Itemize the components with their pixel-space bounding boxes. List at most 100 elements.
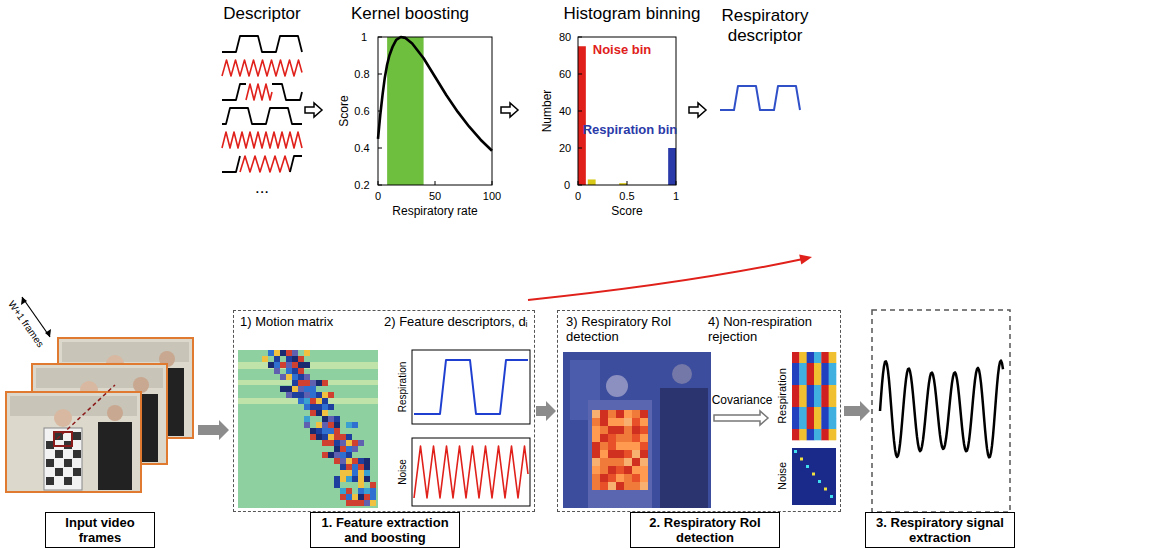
motion-cell [340,434,346,440]
descriptor-wave [272,84,302,100]
tick-label: 0.4 [354,142,369,155]
motion-cell [346,422,352,428]
matrix-cell [814,418,822,429]
roi-cell [632,434,640,442]
panel-heading: 1) Motion matrix [240,314,333,329]
stage-label-box: 3. Respiratory signal extraction [865,512,1015,548]
matrix-cell [829,407,837,418]
descriptor-wave [222,84,246,100]
motion-cell [334,434,340,440]
motion-cell [322,428,328,434]
roi-cell [592,434,600,442]
motion-cell [316,392,322,398]
axis-tick [578,181,579,185]
motion-cell [274,368,280,374]
matrix-cell [799,352,807,363]
motion-cell [322,392,328,398]
tick-label: 80 [559,31,571,44]
roi-cell [640,426,648,434]
roi-cell [592,442,600,450]
matrix-cell [814,374,822,385]
matrix-cell [799,363,807,374]
matrix-cell [821,363,829,374]
histogram-bar [668,148,676,185]
roi-cell [616,442,624,450]
matrix-cell [807,429,815,440]
motion-cell [352,476,358,482]
axis-label: Score [611,205,642,219]
person-head [107,405,123,421]
roi-cell [600,418,608,426]
arrow-head [45,329,51,337]
motion-cell [364,500,370,506]
motion-cell [334,428,340,434]
tick-label: 0 [564,179,570,192]
motion-cell [316,398,322,404]
motion-cell [304,392,310,398]
matrix-cell [807,385,815,396]
roi-cell [632,418,640,426]
motion-cell [316,422,322,428]
motion-cell [268,362,274,368]
roi-cell [600,458,608,466]
motion-cell [286,386,292,392]
motion-cell [310,380,316,386]
motion-cell [346,476,352,482]
person-head [133,377,149,393]
motion-cell [304,374,310,380]
panel-title: Descriptor [223,4,300,24]
motion-cell [286,356,292,362]
tick-label: 60 [559,68,571,81]
roi-cell [616,458,624,466]
motion-cell [304,422,310,428]
roi-cell [600,450,608,458]
motion-cell [334,452,340,458]
roi-cell [640,410,648,418]
panel-heading: 4) Non-respiration rejection [708,314,838,344]
flow-arrow [305,103,322,117]
roi-cell [640,482,648,490]
roi-cell [632,474,640,482]
stage-label-box: 2. Respiratory RoI detection [630,512,780,548]
axis-tick [578,148,582,149]
motion-cell [304,380,310,386]
motion-cell [370,488,376,494]
matrix-dot [812,473,815,476]
motion-cell [370,494,376,500]
matrix-cell [821,374,829,385]
descriptor-wave [720,86,800,110]
kernel-curve [378,37,492,151]
shirt-pattern [46,441,54,449]
matrix-dot [818,480,821,483]
motion-cell [358,440,364,446]
motion-cell [352,464,358,470]
noise-matrix [792,448,836,505]
axis-tick [578,37,582,38]
axis-tick [578,185,582,186]
matrix-cell [829,429,837,440]
motion-cell [298,386,304,392]
matrix-cell [814,363,822,374]
noise-wave [414,446,528,498]
matrix-dot [830,495,833,498]
person-torso [588,400,652,508]
roi-image [563,352,711,508]
respiratory-signal [880,361,1003,458]
roi-cell [624,466,632,474]
descriptor-wave [246,84,272,100]
motion-cell [352,494,358,500]
motion-cell [352,440,358,446]
tick-label: 0.8 [354,68,369,81]
matrix-cell [821,352,829,363]
motion-cell [292,350,298,356]
chart-frame [378,37,492,185]
motion-cell [328,440,334,446]
matrix-cell [814,352,822,363]
plot-frame [412,438,530,506]
roi-cell [600,482,608,490]
roi-cell [624,418,632,426]
matrix-cell [821,418,829,429]
motion-cell [334,482,340,488]
motion-cell [340,446,346,452]
roi-cell [640,418,648,426]
